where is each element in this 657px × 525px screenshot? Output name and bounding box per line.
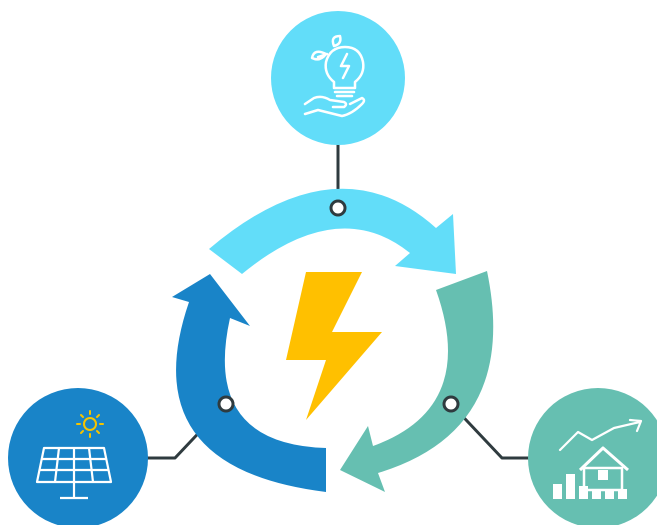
connector-dot-left bbox=[217, 395, 235, 413]
node-left bbox=[8, 388, 148, 525]
solar-panel-icon bbox=[35, 446, 113, 500]
cycle-arrow-right bbox=[340, 271, 494, 492]
node-top bbox=[271, 11, 405, 145]
cycle-arrows bbox=[172, 188, 494, 492]
connector-dot-right bbox=[442, 395, 460, 413]
node-left-circle bbox=[8, 388, 148, 525]
connector-dot-top bbox=[329, 199, 347, 217]
lightning-bolt-icon bbox=[286, 272, 382, 420]
node-top-circle bbox=[271, 11, 405, 145]
cycle-arrow-top bbox=[209, 188, 456, 274]
node-right bbox=[528, 388, 657, 525]
connector-dots bbox=[217, 199, 460, 413]
house-growth-chart-icon bbox=[553, 418, 643, 499]
sun-icon bbox=[76, 410, 104, 438]
cycle-arrow-left bbox=[172, 274, 326, 492]
connector-right bbox=[449, 402, 540, 460]
eco-lightbulb-hand-icon bbox=[303, 34, 366, 118]
